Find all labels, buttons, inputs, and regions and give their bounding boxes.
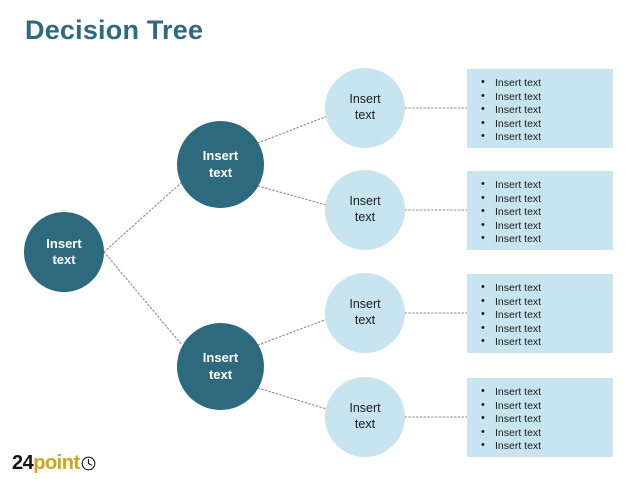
leaf-node-2-label-line1: Insert [349,194,381,209]
branch-node-2[interactable]: Insert text [177,323,264,410]
root-node-label-line1: Insert [46,235,82,251]
bullet-panel-4[interactable]: Insert text Insert text Insert text Inse… [467,378,613,457]
list-item: Insert text [481,439,613,454]
leaf-node-2[interactable]: Insert text [325,170,405,250]
bullet-panel-2[interactable]: Insert text Insert text Insert text Inse… [467,171,613,250]
root-node-label-line2: text [52,252,76,267]
logo-text-point: point [33,452,80,474]
list-item: Insert text [481,192,613,207]
leaf-node-4-label-line2: text [354,417,376,431]
list-item: Insert text [481,308,613,323]
leaf-node-3-label-line2: text [354,313,376,327]
branch-node-2-label-line1: Insert [202,350,239,366]
bullet-list-2: Insert text Insert text Insert text Inse… [481,178,613,247]
list-item: Insert text [481,117,613,132]
list-item: Insert text [481,103,613,118]
bullet-list-1: Insert text Insert text Insert text Inse… [481,76,613,145]
list-item: Insert text [481,205,613,220]
branch-node-1-label-line2: text [208,164,233,180]
list-item: Insert text [481,335,613,350]
leaf-node-4-label-line1: Insert [349,401,381,416]
clock-icon [81,456,95,470]
list-item: Insert text [481,130,613,145]
branch-node-1[interactable]: Insert text [177,121,264,208]
leaf-node-3-label-line1: Insert [349,297,381,312]
leaf-node-2-label-line2: text [354,210,376,224]
list-item: Insert text [481,385,613,400]
list-item: Insert text [481,426,613,441]
brand-logo: 24 point [12,452,96,474]
branch-node-2-label-line2: text [208,366,233,382]
list-item: Insert text [481,281,613,296]
bullet-panel-1[interactable]: Insert text Insert text Insert text Inse… [467,69,613,148]
list-item: Insert text [481,76,613,91]
bullet-list-4: Insert text Insert text Insert text Inse… [481,385,613,454]
page-title: Decision Tree [25,15,204,45]
leaf-node-1[interactable]: Insert text [325,68,405,148]
leaf-node-1-label-line2: text [354,108,376,122]
list-item: Insert text [481,412,613,427]
bullet-list-3: Insert text Insert text Insert text Inse… [481,281,613,350]
logo-text-24: 24 [12,452,34,474]
list-item: Insert text [481,399,613,414]
list-item: Insert text [481,232,613,247]
list-item: Insert text [481,295,613,310]
list-item: Insert text [481,178,613,193]
leaf-node-4[interactable]: Insert text [325,377,405,457]
list-item: Insert text [481,90,613,105]
root-node[interactable]: Insert text [24,212,104,292]
leaf-node-3[interactable]: Insert text [325,273,405,353]
leaf-node-1-label-line1: Insert [349,92,381,107]
list-item: Insert text [481,219,613,234]
branch-node-1-label-line1: Insert [202,148,239,164]
bullet-panel-3[interactable]: Insert text Insert text Insert text Inse… [467,274,613,353]
list-item: Insert text [481,322,613,337]
